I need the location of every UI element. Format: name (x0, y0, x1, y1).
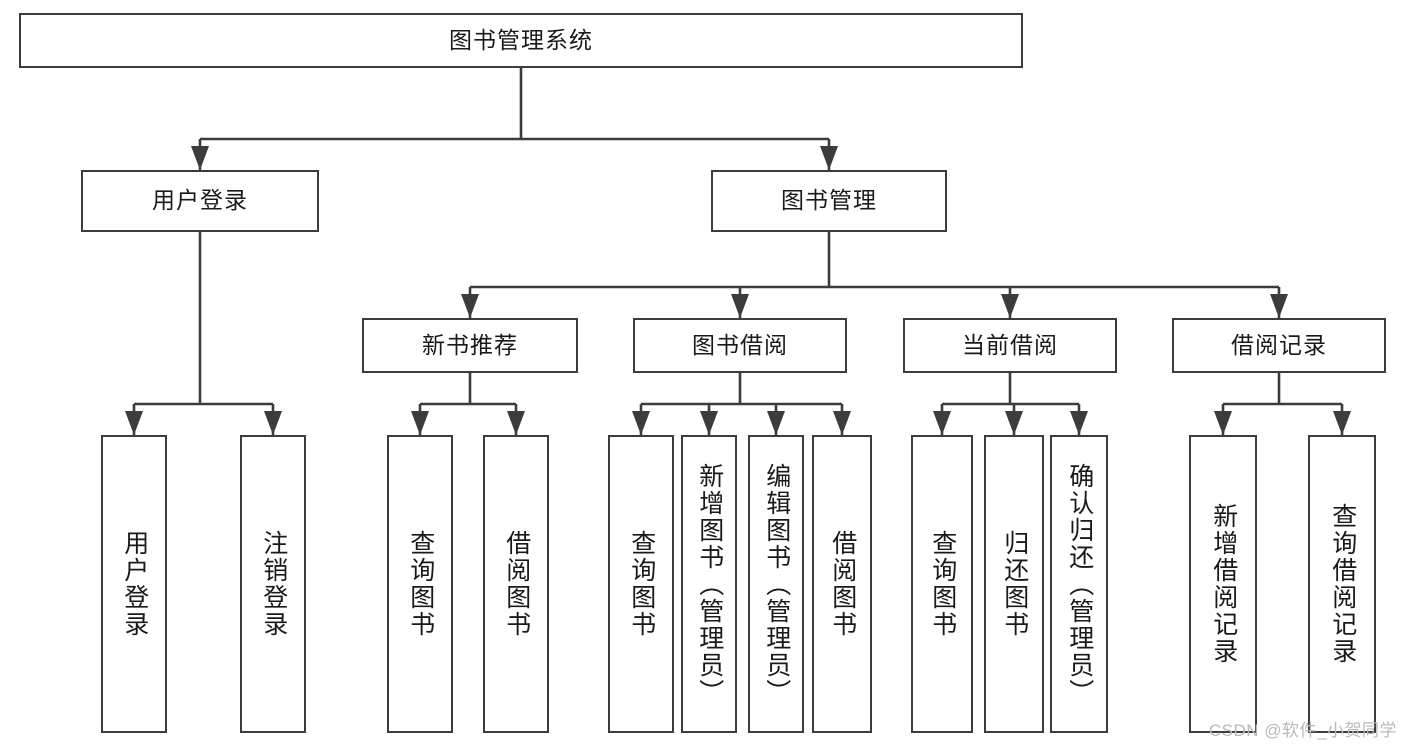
arrowhead-icon (191, 146, 209, 170)
arrowhead-icon (125, 411, 143, 435)
node-l1[interactable]: 用户登录 (101, 435, 167, 733)
node-l8[interactable]: 借阅图书 (812, 435, 872, 733)
arrowhead-icon (767, 411, 785, 435)
node-label: 新书推荐 (422, 331, 518, 358)
node-records[interactable]: 借阅记录 (1172, 318, 1386, 373)
arrowhead-icon (700, 411, 718, 435)
node-l10[interactable]: 归还图书 (984, 435, 1044, 733)
arrowhead-icon (820, 146, 838, 170)
node-label: 当前借阅 (962, 331, 1058, 358)
arrowhead-icon (731, 294, 749, 318)
node-label: 用户登录 (120, 530, 149, 638)
node-label: 编辑图书（管理员） (762, 462, 791, 706)
node-l2[interactable]: 注销登录 (240, 435, 306, 733)
node-label: 图书借阅 (692, 331, 788, 358)
node-label: 借阅记录 (1231, 331, 1327, 358)
node-label: 新增借阅记录 (1209, 503, 1238, 665)
node-login[interactable]: 用户登录 (81, 170, 319, 232)
arrowhead-icon (264, 411, 282, 435)
arrowhead-icon (1333, 411, 1351, 435)
arrowhead-icon (833, 411, 851, 435)
node-l11[interactable]: 确认归还（管理员） (1050, 435, 1108, 733)
node-label: 图书管理 (781, 187, 877, 214)
node-root[interactable]: 图书管理系统 (19, 13, 1023, 68)
node-l4[interactable]: 借阅图书 (483, 435, 549, 733)
arrowhead-icon (632, 411, 650, 435)
node-label: 借阅图书 (502, 530, 531, 638)
arrowhead-icon (1070, 411, 1088, 435)
node-label: 查询图书 (928, 530, 957, 638)
node-borrow[interactable]: 图书借阅 (633, 318, 847, 373)
node-l7[interactable]: 编辑图书（管理员） (748, 435, 804, 733)
node-label: 归还图书 (1000, 530, 1029, 638)
arrowhead-icon (1270, 294, 1288, 318)
node-label: 查询借阅记录 (1328, 503, 1357, 665)
node-label: 查询图书 (627, 530, 656, 638)
node-label: 确认归还（管理员） (1065, 462, 1094, 706)
node-l3[interactable]: 查询图书 (387, 435, 453, 733)
node-current[interactable]: 当前借阅 (903, 318, 1117, 373)
arrowhead-icon (461, 294, 479, 318)
watermark-label: CSDN @软件_小贺同学 (1208, 721, 1397, 740)
node-l6[interactable]: 新增图书（管理员） (681, 435, 737, 733)
arrowhead-icon (507, 411, 525, 435)
arrowhead-icon (1005, 411, 1023, 435)
node-label: 查询图书 (406, 530, 435, 638)
node-label: 用户登录 (152, 187, 248, 214)
arrowhead-icon (933, 411, 951, 435)
arrowhead-icon (1001, 294, 1019, 318)
node-bookmgmt[interactable]: 图书管理 (711, 170, 947, 232)
node-label: 借阅图书 (828, 530, 857, 638)
node-l12[interactable]: 新增借阅记录 (1189, 435, 1257, 733)
node-label: 新增图书（管理员） (695, 462, 724, 706)
node-newbook[interactable]: 新书推荐 (362, 318, 578, 373)
node-label: 图书管理系统 (449, 26, 593, 53)
arrowhead-icon (1214, 411, 1232, 435)
node-l5[interactable]: 查询图书 (608, 435, 674, 733)
node-label: 注销登录 (259, 530, 288, 638)
arrowhead-icon (411, 411, 429, 435)
node-l13[interactable]: 查询借阅记录 (1308, 435, 1376, 733)
node-l9[interactable]: 查询图书 (911, 435, 973, 733)
